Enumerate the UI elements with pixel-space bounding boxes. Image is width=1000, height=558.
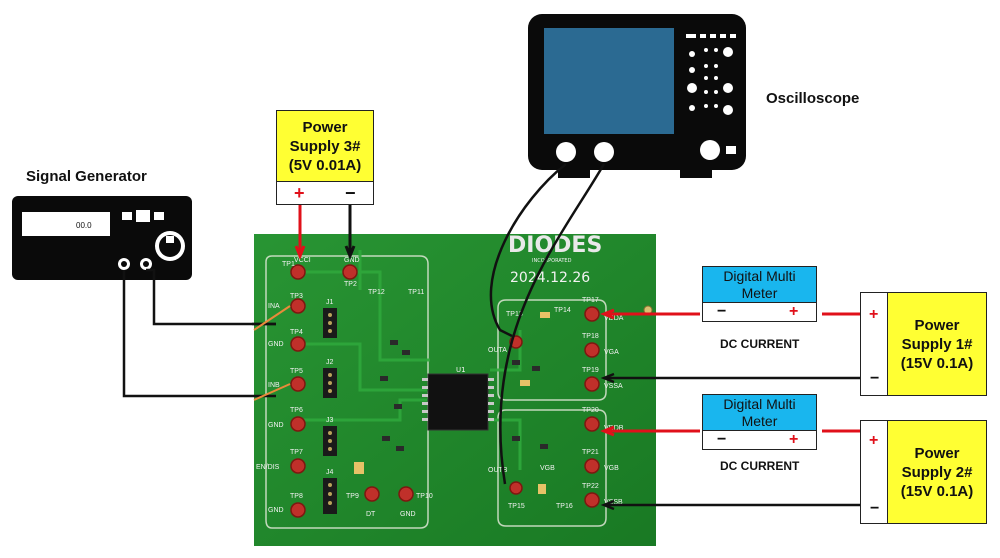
j2-label: J2 [326,359,334,366]
test-points [290,264,600,518]
tp17-label: TP17 [582,297,599,304]
board-logo-sub: INCORPORATED [532,258,572,264]
gate-driver-ic [422,373,494,431]
tp9-label: TP9 [346,493,359,500]
power-supply-2-plus: + [869,432,879,449]
oscilloscope [528,14,746,178]
tp2-label: TP2 [344,281,357,288]
dmm-1-line1: Digital Multi [723,268,796,284]
tp6-label: TP6 [290,407,303,414]
vcci-label: VCCI [294,257,311,264]
power-supply-2-line3: (15V 0.1A) [900,482,974,500]
vga-label: VGA [604,349,619,356]
dmm-2-line2: Meter [741,413,778,429]
inb-label: INB [268,382,280,389]
gnd-c-label: GND [268,507,284,514]
power-supply-1-minus: − [870,370,880,387]
power-supply-3-line2: Supply 3# [289,137,361,155]
j1-label: J1 [326,299,334,306]
tp15-label: TP15 [508,503,525,510]
vgb-label: VGB [604,465,619,472]
vdda-label: VDDA [604,315,624,322]
digital-multimeter-2: Digital Multi Meter − + [702,394,817,450]
tp12-label: TP12 [368,289,385,296]
wires [122,163,860,511]
tp14-label: TP14 [554,307,571,314]
ina-label: INA [268,303,280,310]
outa-label: OUTA [488,347,507,354]
power-supply-2-terminals: + − [860,420,888,524]
power-supply-2-minus: − [870,500,880,517]
tp19-label: TP19 [582,367,599,374]
tp22-label: TP22 [582,483,599,490]
dc-current-label-1: DC CURRENT [720,337,800,351]
power-supply-3-minus: − [345,183,356,203]
gnd-a-label: GND [268,341,284,348]
oscilloscope-label: Oscilloscope [766,90,860,107]
j3-label: J3 [326,417,334,424]
dmm-2-plus: + [789,431,799,448]
dc-current-label-2: DC CURRENT [720,459,800,473]
power-supply-2-line2: Supply 2# [901,463,973,481]
dmm-1-plus: + [789,303,799,320]
digital-multimeter-1: Digital Multi Meter − + [702,266,817,322]
power-supply-1-terminals: + − [860,292,888,396]
gnd-b-label: GND [268,422,284,429]
power-supply-2-line1: Power [914,444,960,462]
tp4-label: TP4 [290,329,303,336]
tp10-label: TP10 [416,493,433,500]
tp21-label: TP21 [582,449,599,456]
power-supply-3-plus: + [294,183,305,203]
tp1-label: TP1 [282,261,295,268]
tp7-label: TP7 [290,449,303,456]
power-supply-1-line1: Power [914,316,960,334]
en-dis-label: EN/DIS [256,464,280,471]
power-supply-3-line3: (5V 0.01A) [288,156,362,174]
dmm-1-line2: Meter [741,285,778,301]
power-supply-3: Power Supply 3# (5V 0.01A) [276,110,374,182]
gnd-bottom-label: GND [400,511,416,518]
signal-generator: 00.0 [12,196,192,280]
j4-label: J4 [326,469,334,476]
power-supply-1: Power Supply 1# (15V 0.1A) [887,292,987,396]
power-supply-2: Power Supply 2# (15V 0.1A) [887,420,987,524]
tp3-label: TP3 [290,293,303,300]
tp8-label: TP8 [290,493,303,500]
jumper-headers [323,308,337,514]
power-supply-1-plus: + [869,306,879,323]
tp13-label: TP13 [506,311,523,318]
dt-label: DT [366,511,376,518]
board-date: 2024.12.26 [510,270,590,286]
tp5-label: TP5 [290,368,303,375]
evaluation-board: DIODES INCORPORATED 2024.12.26 U1 TP1 VC… [254,233,656,546]
dmm-1-minus: − [717,303,727,320]
ic-designator: U1 [456,366,466,374]
tp20-label: TP20 [582,407,599,414]
signal-generator-display: 00.0 [76,221,92,230]
dmm-2-minus: − [717,431,727,448]
power-supply-1-line3: (15V 0.1A) [900,354,974,372]
power-supply-3-terminals: + − [276,181,374,205]
power-supply-1-line2: Supply 1# [901,335,973,353]
signal-generator-label: Signal Generator [26,168,147,185]
power-supply-3-line1: Power [302,118,348,136]
outb-label: OUTB [488,467,508,474]
dmm-2-line1: Digital Multi [723,396,796,412]
vgb-inner-label: VGB [540,465,555,472]
gnd-top-label: GND [344,257,360,264]
vssa-label: VSSA [604,383,623,390]
tp16-label: TP16 [556,503,573,510]
tp18-label: TP18 [582,333,599,340]
tp11-label: TP11 [408,289,424,296]
